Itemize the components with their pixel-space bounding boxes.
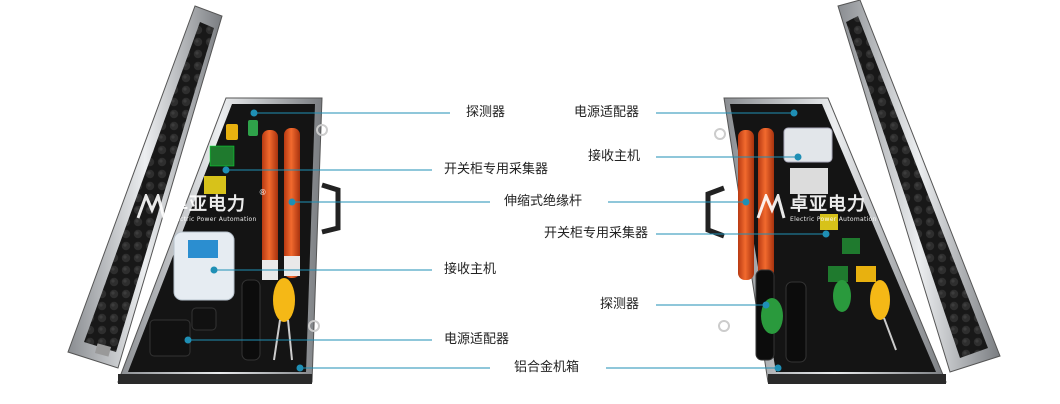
brand-logo-left: 卓亚电力 Electric Power Automation ®	[136, 188, 267, 223]
label-power-adapter-left: 电源适配器	[444, 332, 510, 347]
label-probe-right: 探测器	[600, 297, 640, 312]
brand-logo-icon	[756, 193, 786, 219]
brand-logo-right: 卓亚电力 Electric Power Automation ®	[756, 188, 887, 223]
brand-subtitle: Electric Power Automation	[170, 216, 257, 223]
leader-lines	[184, 109, 830, 372]
label-receiver-right: 接收主机	[588, 149, 641, 164]
label-power-adapter-right: 电源适配器	[574, 105, 640, 120]
brand-subtitle: Electric Power Automation	[790, 216, 877, 223]
label-switch-collector-left: 开关柜专用采集器	[444, 162, 549, 177]
brand-name: 卓亚电力	[790, 194, 866, 215]
brand-name: 卓亚电力	[170, 194, 246, 215]
brand-logo-icon	[136, 193, 166, 219]
label-probe-left: 探测器	[466, 105, 506, 120]
right-case	[705, 0, 1001, 384]
left-case	[67, 5, 341, 384]
label-telescopic-rod: 伸缩式绝缘杆	[504, 194, 583, 209]
brand-registered: ®	[878, 188, 887, 197]
label-aluminum-case: 铝合金机箱	[514, 360, 580, 375]
label-receiver-left: 接收主机	[444, 262, 497, 277]
label-switch-collector-right: 开关柜专用采集器	[544, 226, 649, 241]
brand-registered: ®	[258, 188, 267, 197]
